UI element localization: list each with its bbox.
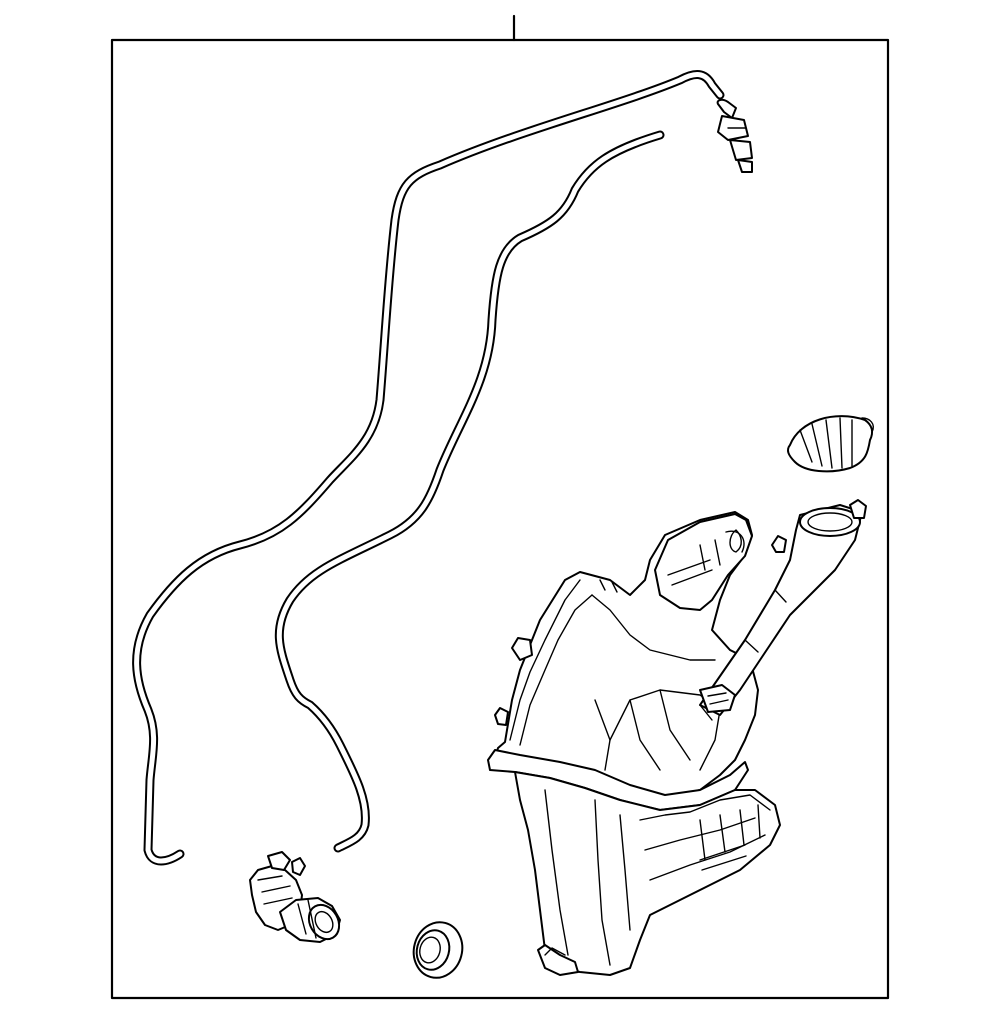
washer-pump[interactable] [249,851,345,945]
reservoir-cap[interactable] [786,415,874,473]
lower-washer-hose[interactable] [274,130,665,853]
filler-neck[interactable] [699,499,867,721]
frame [110,38,890,1000]
washer-reservoir[interactable] [487,511,781,976]
upper-washer-hose[interactable] [132,70,725,866]
grommet[interactable] [408,917,469,984]
hose-connector[interactable] [716,98,753,173]
